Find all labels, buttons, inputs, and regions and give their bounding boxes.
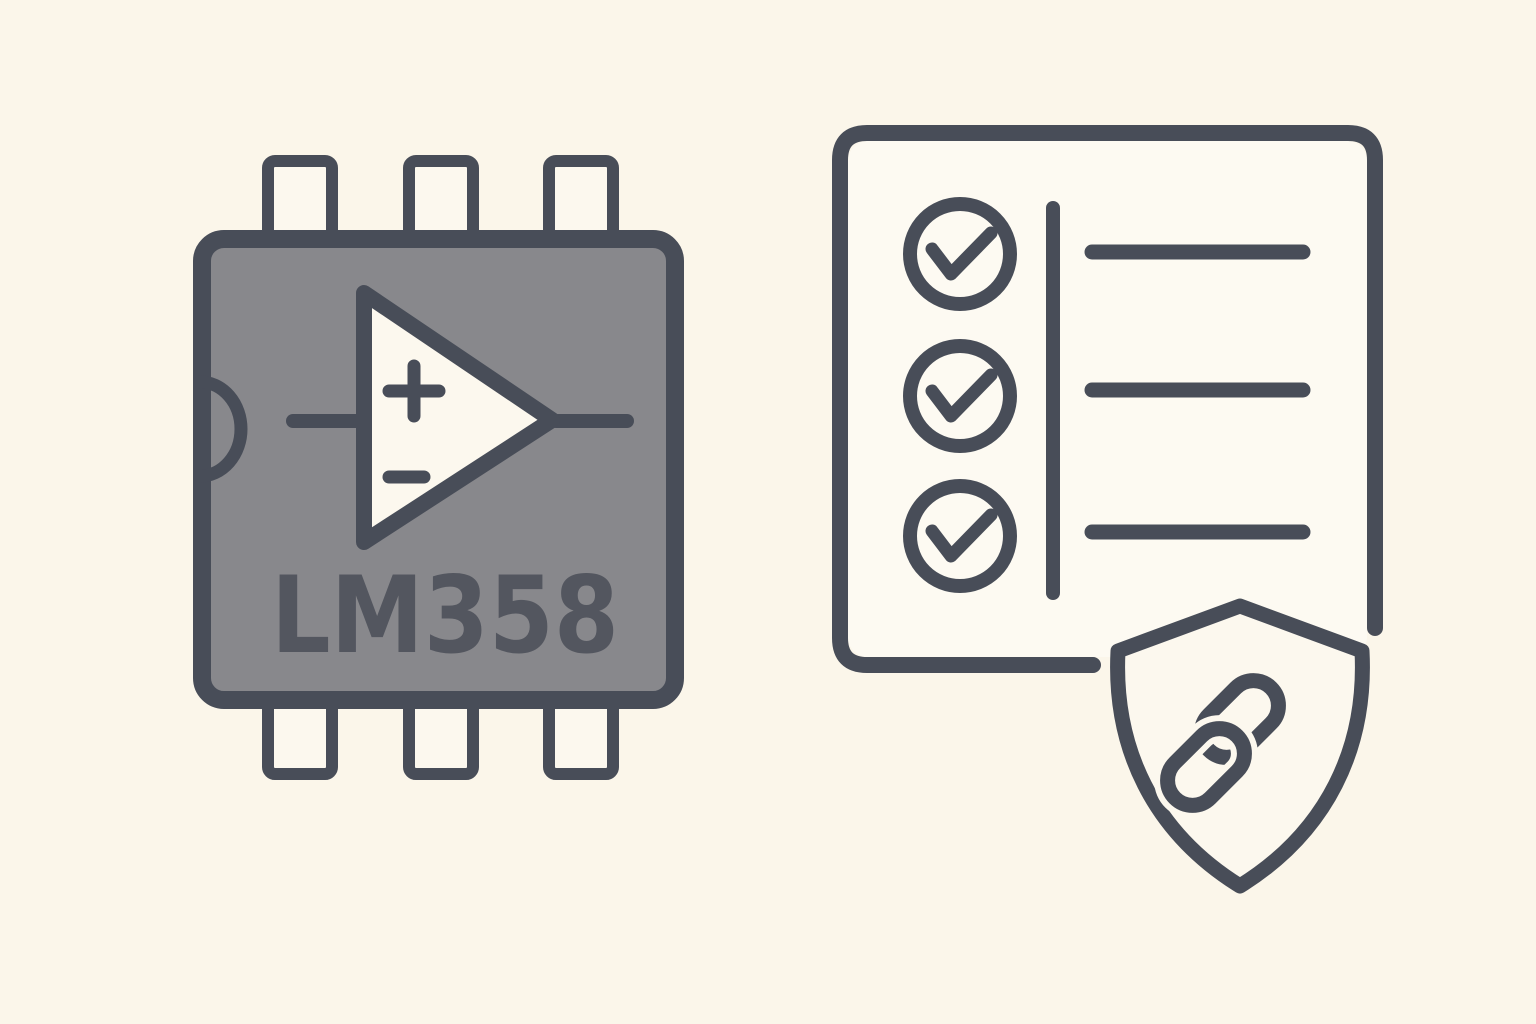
link-ring-upper <box>1194 673 1286 765</box>
chip-notch-icon <box>193 375 248 483</box>
link-ring-lower <box>1154 715 1258 819</box>
check-icon <box>925 368 998 423</box>
check-circle-icon <box>903 339 1017 453</box>
checklist-item <box>903 479 1017 593</box>
card-border <box>832 125 1383 673</box>
checklist-item <box>903 197 1017 311</box>
shield-link-badge <box>1110 598 1370 894</box>
ic-chip: LM358 <box>193 155 684 780</box>
opamp-symbol <box>286 285 634 550</box>
check-circle-icon <box>903 479 1017 593</box>
check-circle-icon <box>903 197 1017 311</box>
chip-label: LM358 <box>271 554 619 677</box>
check-icon <box>925 226 998 281</box>
chip-pins-top <box>262 155 619 253</box>
checklist-card <box>832 125 1383 673</box>
plus-icon <box>382 359 446 423</box>
check-icon <box>925 508 998 563</box>
link-icon <box>1154 673 1286 819</box>
checklist-item <box>903 339 1017 453</box>
